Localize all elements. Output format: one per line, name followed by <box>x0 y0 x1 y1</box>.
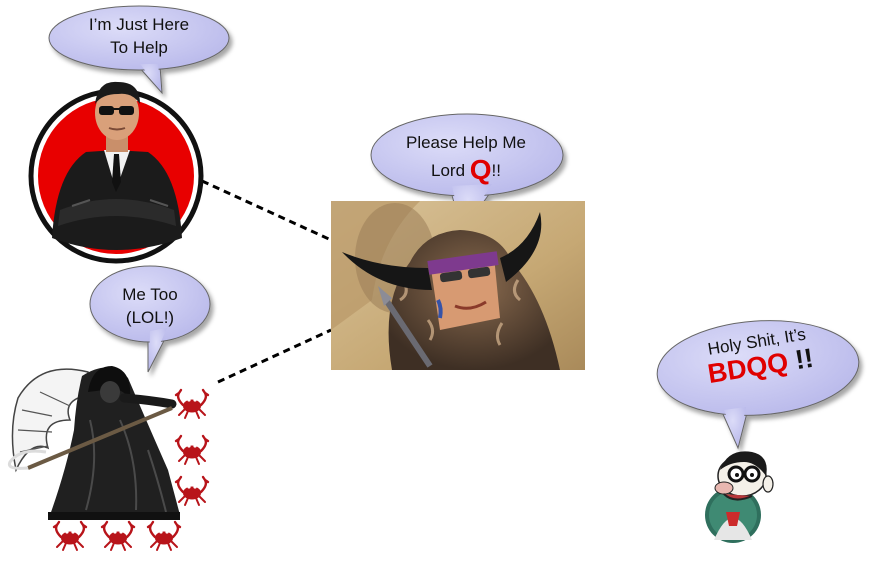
center-line1: Please Help Me <box>405 133 526 152</box>
connector-reaper <box>217 328 332 384</box>
reaper-line1: Me Too <box>122 285 178 304</box>
photo-icon <box>331 201 585 370</box>
center-suffix: !! <box>491 161 501 180</box>
speech-bubble-agent <box>48 5 230 95</box>
reaper-icon <box>7 366 180 520</box>
speech-bubble-nerd <box>656 320 860 450</box>
speech-bubble-reaper <box>89 265 211 373</box>
agent-icon <box>28 81 204 264</box>
nerd-icon <box>705 451 774 543</box>
agent-line1: I’m Just Here <box>88 15 190 34</box>
center-line2: Lord Q!! <box>431 156 501 184</box>
center-line2-prefix: Lord <box>431 161 470 180</box>
reaper-bubble-text: Me Too (LOL!) <box>98 283 202 329</box>
agent-line2: To Help <box>110 38 168 57</box>
reaper-line2: (LOL!) <box>125 308 175 327</box>
connector-agent <box>201 179 332 242</box>
nerd-bang: !! <box>785 342 816 377</box>
agent-bubble-text: I’m Just Here To Help <box>64 13 214 59</box>
center-bubble-text: Please Help Me Lord Q!! <box>378 131 554 184</box>
center-q: Q <box>469 154 492 185</box>
